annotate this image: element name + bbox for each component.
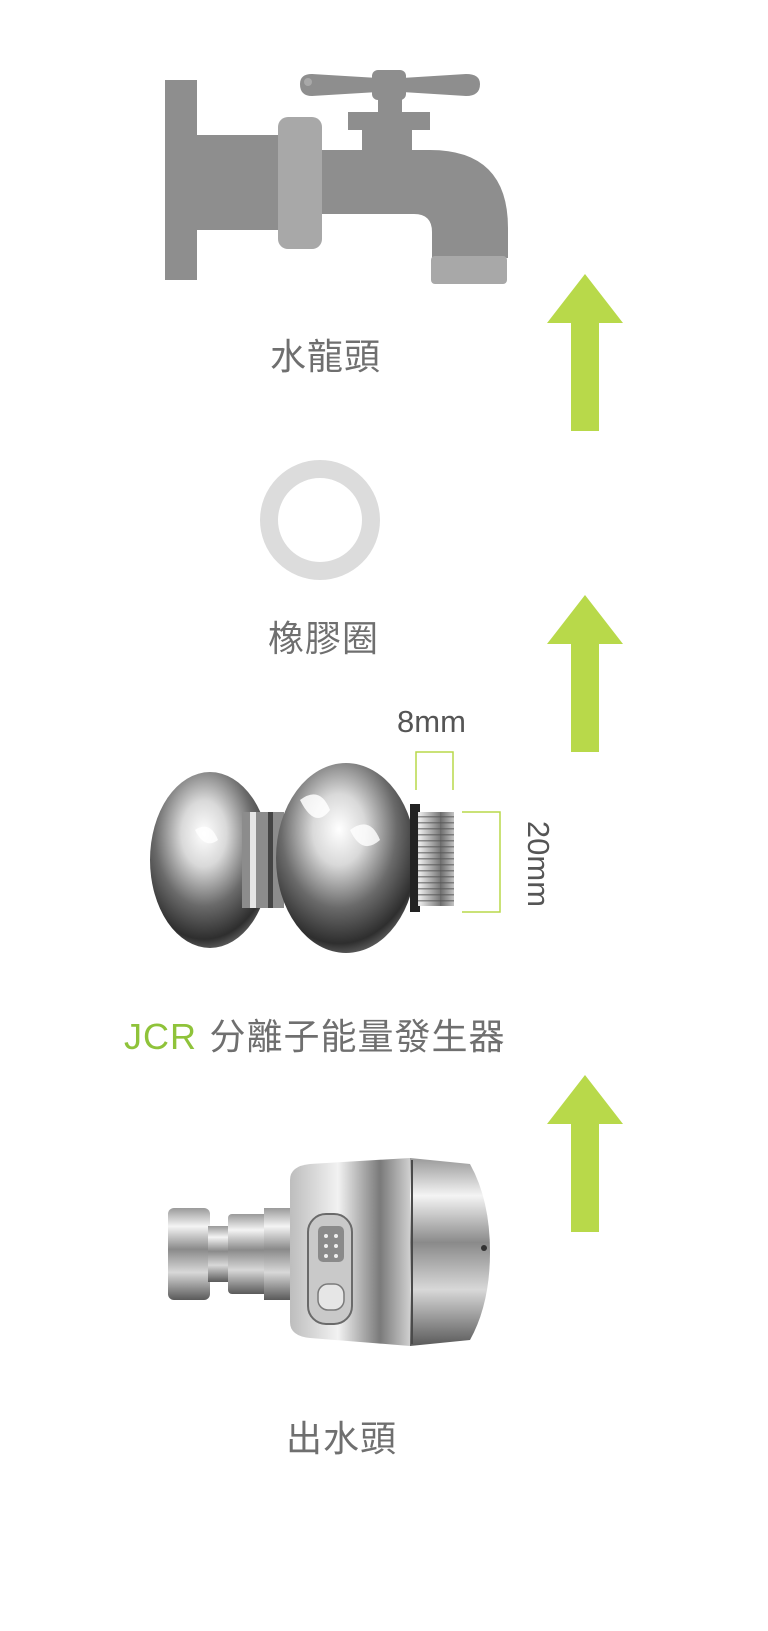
outlet-label: 出水頭	[286, 1419, 398, 1460]
generator-label: JCR 分離子能量發生器	[124, 1008, 505, 1060]
generator-brand: JCR	[124, 1016, 197, 1057]
rubber-ring-label: 橡膠圈	[268, 619, 380, 660]
generator-name: 分離子能量發生器	[209, 1017, 506, 1058]
faucet-label: 水龍頭	[270, 337, 382, 378]
thread-length-dimension: 8mm	[397, 704, 466, 739]
